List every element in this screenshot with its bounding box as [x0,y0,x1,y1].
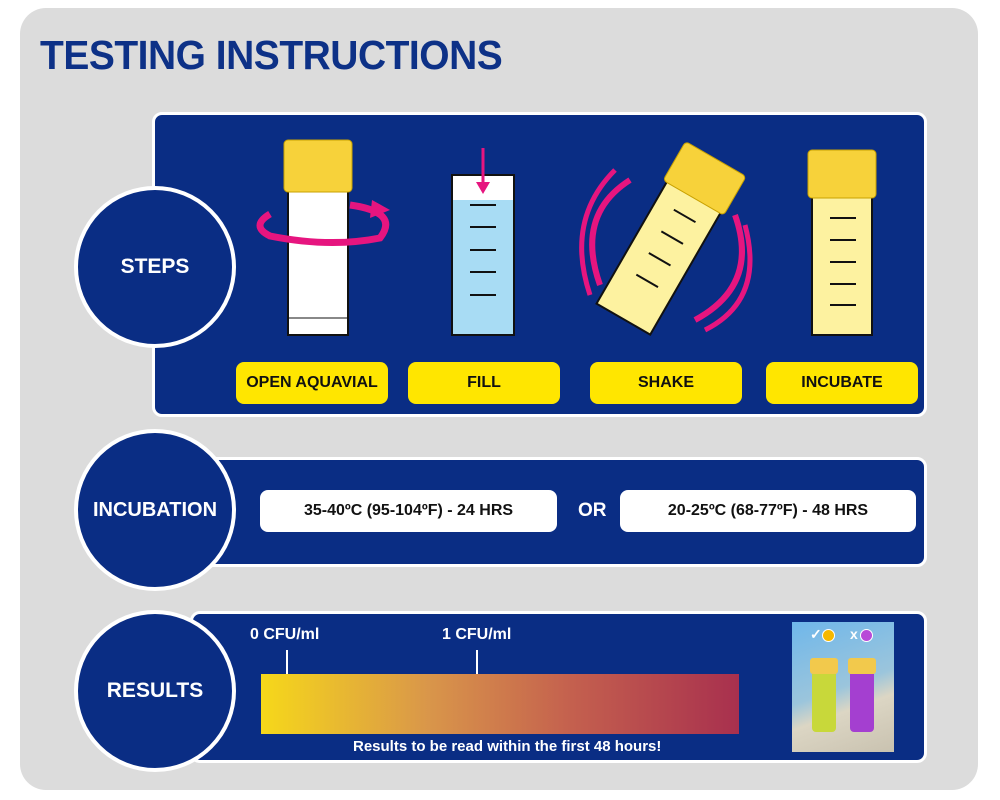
scale-mid-label: 1 CFU/ml [442,626,512,643]
incubate-vial-icon [807,149,877,336]
pass-check-icon: ✓ [810,626,822,642]
shake-vial-icon [595,142,746,336]
step-open-label: OPEN AQUAVIAL [236,362,388,404]
open-vial-icon [256,139,390,336]
steps-heading: STEPS [74,186,236,348]
result-vials-photo: ✓ x [792,622,894,752]
scale-start-label: 0 CFU/ml [250,626,320,643]
steps-illustrations [256,139,877,336]
pass-vial-body [812,674,836,732]
scale-mid-tick [476,650,478,676]
fail-vial-body [850,674,874,732]
incubation-option-1: 35-40ºC (95-104ºF) - 24 HRS [260,490,557,532]
color-scale-bar [261,674,739,734]
step-fill-label: FILL [408,362,560,404]
fail-x-icon: x [850,626,858,642]
page-title: TESTING INSTRUCTIONS [40,32,503,78]
pass-vial [810,658,838,674]
fail-dot-icon [860,629,873,642]
scale-start-tick [286,650,288,676]
or-label: OR [578,500,607,521]
fail-vial [848,658,876,674]
incubation-heading: INCUBATION [74,429,236,591]
step-incubate-label: INCUBATE [766,362,918,404]
step-shake-label: SHAKE [590,362,742,404]
results-heading: RESULTS [74,610,236,772]
fill-vial-icon [451,148,515,336]
pass-dot-icon [822,629,835,642]
results-note: Results to be read within the first 48 h… [353,738,662,755]
incubation-option-2: 20-25ºC (68-77ºF) - 48 HRS [620,490,916,532]
